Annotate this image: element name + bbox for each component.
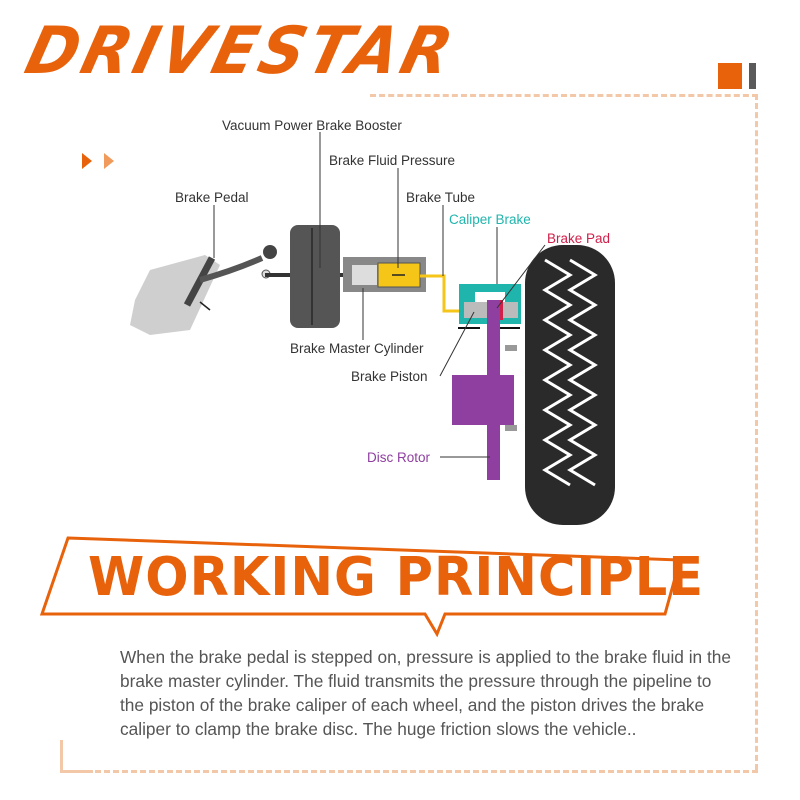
dashed-border-right (755, 94, 758, 770)
section-title: WORKING PRINCIPLE (88, 546, 705, 609)
decor-bar-grey (749, 63, 756, 89)
brake-system-diagram: Vacuum Power Brake Booster Brake Fluid P… (130, 118, 615, 525)
dashed-border-top (370, 94, 758, 97)
decor-square-orange (718, 63, 742, 89)
label-pad: Brake Pad (547, 231, 610, 246)
label-pedal: Brake Pedal (175, 190, 249, 205)
foot-shape (130, 255, 220, 335)
pedal-arm (199, 255, 264, 283)
brake-tube (420, 274, 465, 313)
pedal-plate (183, 256, 216, 307)
corner-bracket (60, 740, 93, 773)
label-master-cylinder: Brake Master Cylinder (290, 341, 424, 356)
label-piston: Brake Piston (351, 369, 428, 384)
label-booster: Vacuum Power Brake Booster (222, 118, 402, 133)
label-tube: Brake Tube (406, 190, 475, 205)
tire (525, 245, 615, 525)
label-fluid-pressure: Brake Fluid Pressure (329, 153, 455, 168)
section-banner (39, 536, 682, 638)
label-rotor: Disc Rotor (367, 450, 431, 465)
dashed-border-bottom (95, 770, 758, 773)
section-body: When the brake pedal is stepped on, pres… (120, 647, 731, 739)
double-chevron-icon (82, 153, 114, 169)
label-caliper: Caliper Brake (449, 212, 531, 227)
brake-booster (290, 225, 340, 328)
